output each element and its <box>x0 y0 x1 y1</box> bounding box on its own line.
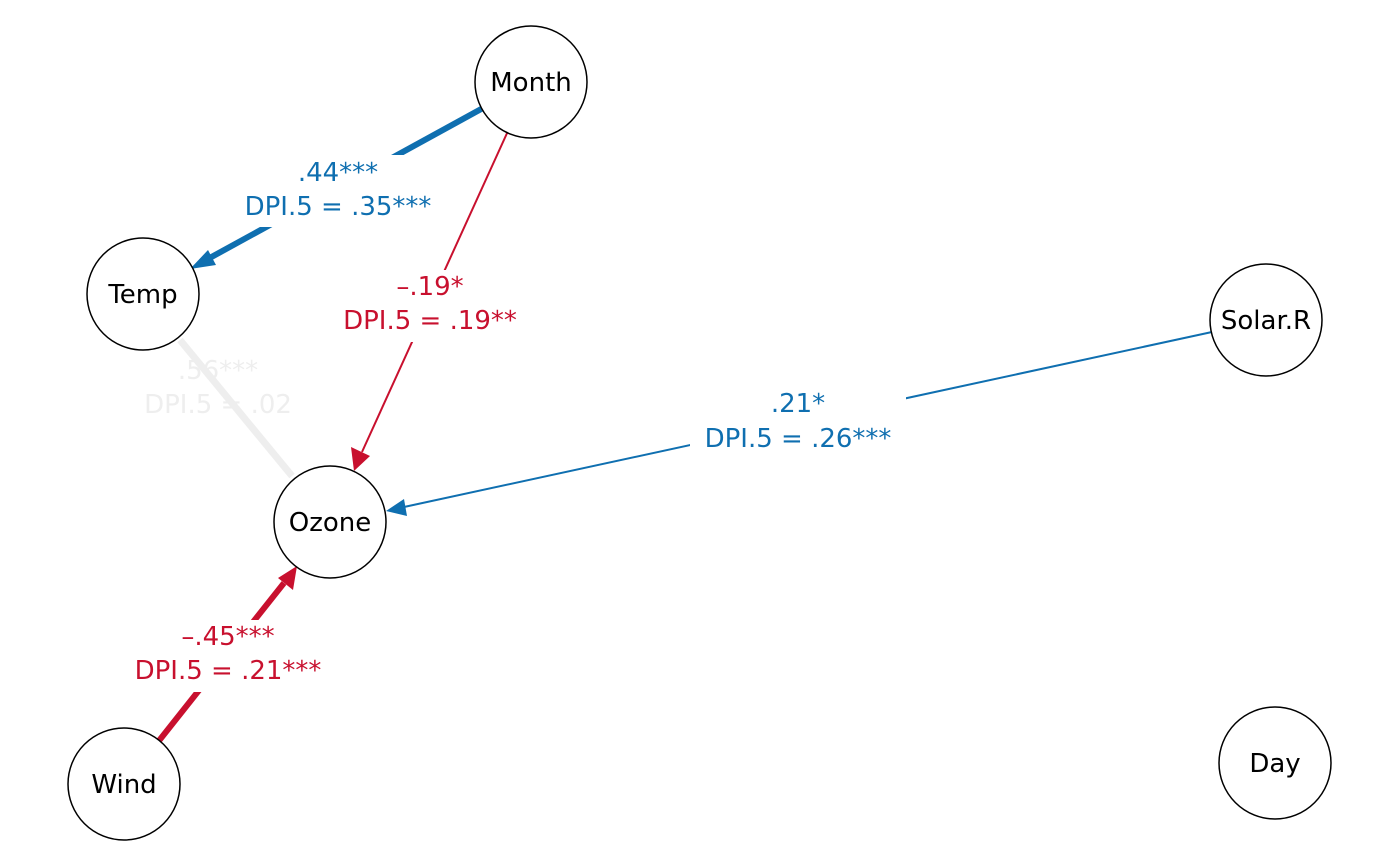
edge-label-wind-ozone-dpi: DPI.5 = .21*** <box>135 656 322 686</box>
node-wind: Wind <box>67 727 181 841</box>
node-ozone: Ozone <box>273 465 387 579</box>
node-wind-label: Wind <box>91 770 156 800</box>
node-solar: Solar.R <box>1209 263 1323 377</box>
edge-label-temp-ozone-coef: .56*** <box>178 356 258 386</box>
label-bg-wind-ozone <box>118 620 336 692</box>
edge-temp-ozone <box>177 337 295 479</box>
label-bg-month-ozone <box>328 270 532 342</box>
node-temp: Temp <box>86 237 200 351</box>
arrowhead-solar-ozone <box>386 499 407 516</box>
label-bg-solar-ozone <box>690 386 906 458</box>
edge-label-month-temp-coef: .44*** <box>298 158 378 188</box>
edge-label-solar-ozone-coef: .21* <box>771 389 825 419</box>
node-solar-label: Solar.R <box>1221 306 1311 336</box>
edge-label-month-temp-dpi: DPI.5 = .35*** <box>245 192 432 222</box>
arrowhead-month-ozone <box>351 447 370 471</box>
edge-label-month-ozone-dpi: DPI.5 = .19** <box>343 306 517 336</box>
edge-label-month-ozone-coef: –.19* <box>396 272 463 302</box>
arrowhead-wind-ozone <box>278 566 297 590</box>
edge-label-temp-ozone-dpi: DPI.5 = .02 <box>144 390 292 420</box>
edge-label-wind-ozone-coef: –.45*** <box>181 622 274 652</box>
node-day-label: Day <box>1249 749 1300 779</box>
node-ozone-label: Ozone <box>289 508 372 538</box>
node-day: Day <box>1218 706 1332 820</box>
node-month-label: Month <box>490 68 572 98</box>
label-bg-month-temp <box>228 155 448 227</box>
arrowhead-month-temp <box>190 250 216 269</box>
node-month: Month <box>474 25 588 139</box>
node-temp-label: Temp <box>107 280 177 310</box>
edge-label-solar-ozone-dpi: DPI.5 = .26*** <box>705 424 892 454</box>
